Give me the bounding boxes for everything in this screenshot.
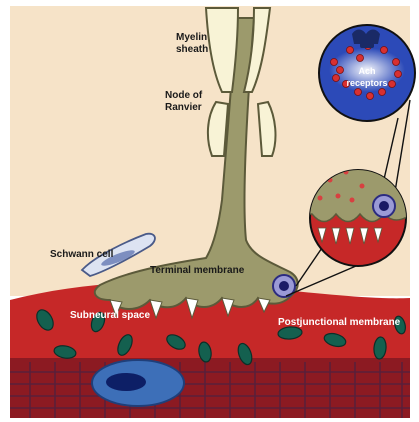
myelin-sheath-label-line2: sheath bbox=[176, 44, 208, 55]
terminal-membrane-label: Terminal membrane bbox=[150, 265, 245, 276]
node-of-ranvier-label: Node of Ranvier bbox=[165, 90, 203, 113]
muscle-nucleus bbox=[92, 360, 184, 406]
myelin-sheath-label: Myelin sheath bbox=[176, 32, 208, 55]
node-of-ranvier-label-line1: Node of bbox=[165, 90, 203, 101]
subneural-space-label: Subneural space bbox=[70, 310, 150, 321]
ach-receptors-label-line1: Ach bbox=[358, 66, 375, 76]
postjunctional-membrane-label: Postjunctional membrane bbox=[278, 317, 401, 328]
myelin-sheath-label-line1: Myelin bbox=[176, 32, 207, 43]
node-of-ranvier-label-line2: Ranvier bbox=[165, 102, 202, 113]
ach-receptors-label-line2: receptors bbox=[346, 78, 387, 88]
schwann-cell-label: Schwann cell bbox=[50, 249, 114, 260]
